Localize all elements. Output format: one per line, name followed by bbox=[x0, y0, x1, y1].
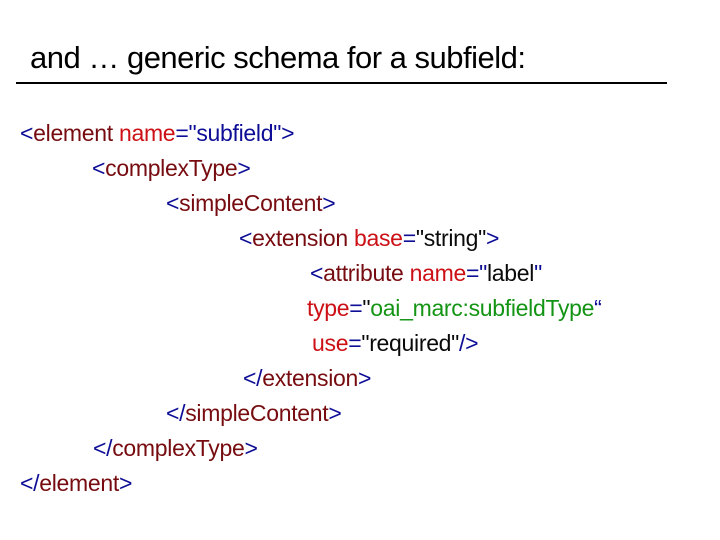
code-token-blue: </ bbox=[166, 400, 186, 426]
code-line: <extension base="string"> bbox=[0, 221, 720, 256]
code-line: <attribute name="label" bbox=[0, 256, 720, 291]
code-token-blue: > bbox=[486, 225, 500, 251]
slide-title: and … generic schema for a subfield: bbox=[30, 40, 526, 75]
code-token-maroon: extension bbox=[262, 365, 358, 391]
code-token-blue: > bbox=[237, 155, 251, 181]
code-token-maroon: element bbox=[33, 120, 113, 146]
code-token-blue: < bbox=[20, 120, 34, 146]
code-line: use="required"/> bbox=[0, 326, 720, 361]
code-line: </extension> bbox=[0, 361, 720, 396]
code-token-blue: = bbox=[349, 295, 363, 321]
code-token-red: use bbox=[312, 330, 349, 356]
code-token-maroon: simpleContent bbox=[179, 190, 323, 216]
code-token-blue: > bbox=[358, 365, 372, 391]
code-block: <element name="subfield"><complexType><s… bbox=[0, 116, 720, 501]
code-token-red: type bbox=[307, 295, 350, 321]
code-token-blue: > bbox=[244, 435, 258, 461]
code-token-blue: < bbox=[310, 260, 324, 286]
code-token-red: base bbox=[354, 225, 403, 251]
code-token-blue: = bbox=[402, 225, 416, 251]
code-token-blue: = bbox=[175, 120, 189, 146]
code-token-blue: </ bbox=[20, 470, 40, 496]
title-divider bbox=[16, 82, 667, 84]
code-token-red: name bbox=[118, 120, 176, 146]
code-line: <element name="subfield"> bbox=[0, 116, 720, 151]
code-token-maroon: complexType bbox=[112, 435, 245, 461]
code-token-blue: </ bbox=[93, 435, 113, 461]
code-token-blue: “ bbox=[594, 295, 602, 321]
code-token-blue: < bbox=[239, 225, 253, 251]
code-token-blue: </ bbox=[243, 365, 263, 391]
code-token-blue: < bbox=[92, 155, 106, 181]
code-line: type="oai_marc:subfieldType“ bbox=[0, 291, 720, 326]
code-line: <simpleContent> bbox=[0, 186, 720, 221]
code-token-black: "required" bbox=[361, 330, 460, 356]
code-token-blue: = bbox=[465, 260, 480, 286]
code-token-black: label bbox=[487, 260, 535, 286]
code-line: </complexType> bbox=[0, 431, 720, 466]
code-line: </simpleContent> bbox=[0, 396, 720, 431]
code-token-maroon: attribute bbox=[323, 260, 404, 286]
code-token-blue: " bbox=[479, 260, 487, 286]
code-token-maroon: element bbox=[39, 470, 119, 496]
code-token-black: " bbox=[362, 295, 371, 321]
code-line: <complexType> bbox=[0, 151, 720, 186]
code-token-blue: = bbox=[348, 330, 362, 356]
code-line: </element> bbox=[0, 466, 720, 501]
code-token-blue: /> bbox=[459, 330, 479, 356]
code-token-green: oai_marc:subfieldType bbox=[370, 295, 595, 321]
code-token-maroon: extension bbox=[252, 225, 348, 251]
code-token-blue: "subfield" bbox=[188, 120, 282, 146]
code-token-blue: > bbox=[322, 190, 336, 216]
code-token-blue: " bbox=[534, 260, 542, 286]
code-token-maroon: complexType bbox=[105, 155, 238, 181]
code-token-red: name bbox=[409, 260, 467, 286]
code-token-blue: < bbox=[166, 190, 180, 216]
code-token-blue: > bbox=[328, 400, 342, 426]
code-token-blue: > bbox=[281, 120, 295, 146]
code-token-maroon: simpleContent bbox=[185, 400, 329, 426]
code-token-black: "string" bbox=[415, 225, 486, 251]
code-token-blue: > bbox=[118, 470, 133, 496]
